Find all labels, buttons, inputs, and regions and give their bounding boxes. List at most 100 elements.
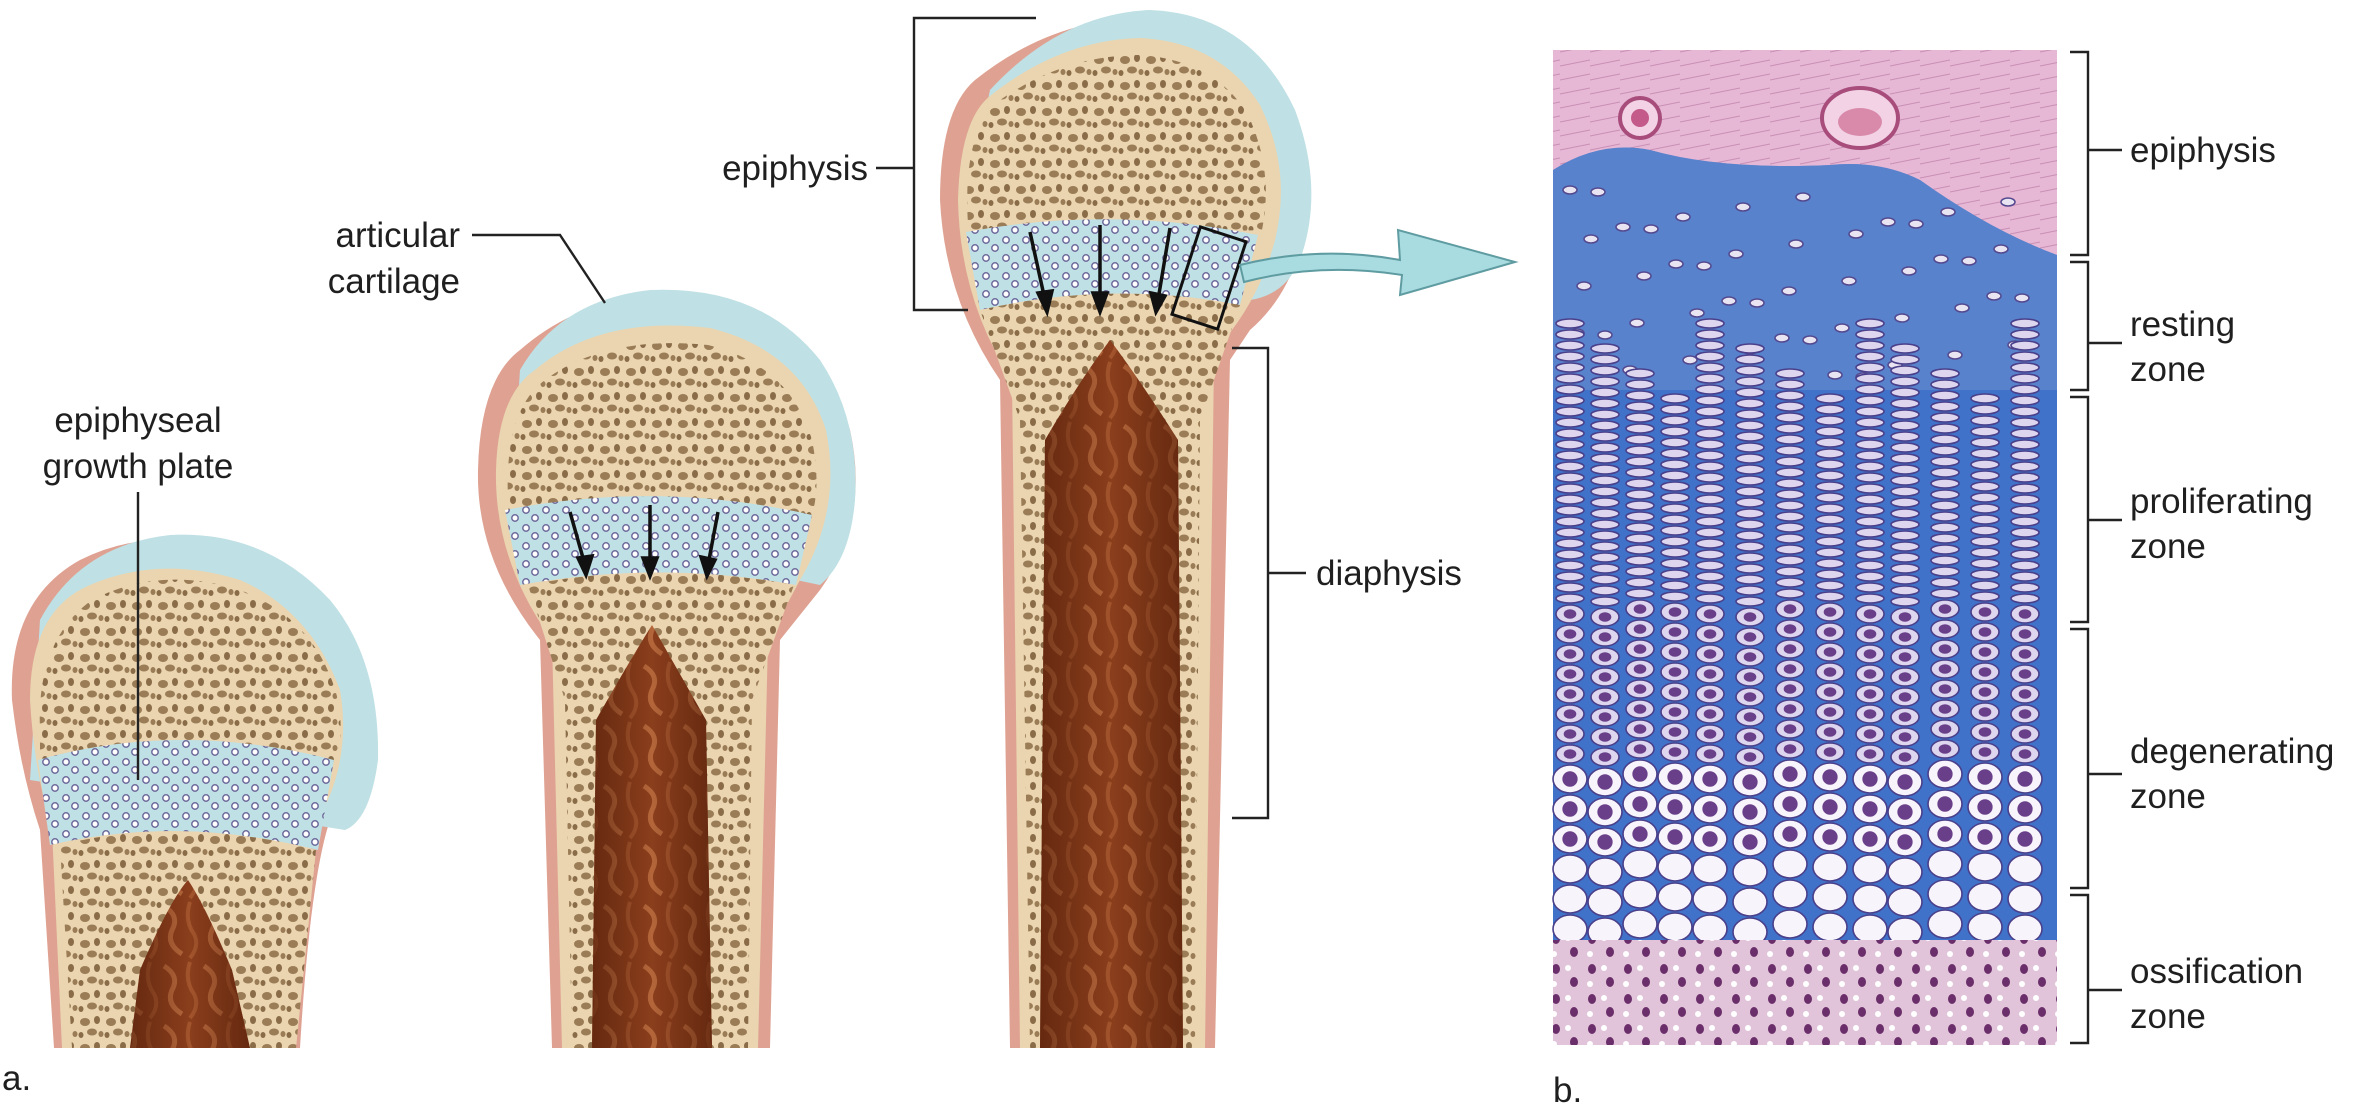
chondrocyte bbox=[1735, 442, 1765, 453]
chondrocyte-nucleus bbox=[1822, 769, 1838, 785]
chondrocyte-nucleus bbox=[1898, 732, 1912, 742]
chondrocyte bbox=[2010, 516, 2040, 527]
chondrocyte-nucleus bbox=[1823, 687, 1837, 697]
chondrocyte bbox=[1815, 547, 1845, 558]
chondrocyte bbox=[1695, 384, 1725, 395]
chondrocyte bbox=[1660, 569, 1690, 580]
chondrocyte bbox=[1625, 588, 1655, 599]
chondrocyte bbox=[1815, 558, 1845, 569]
chondrocyte bbox=[1660, 580, 1690, 591]
chondrocyte bbox=[1555, 362, 1585, 373]
chondrocyte bbox=[1590, 343, 1620, 354]
chondrocyte-nucleus bbox=[1668, 627, 1682, 637]
chondrocyte bbox=[1590, 574, 1620, 585]
chondrocyte-nucleus bbox=[1668, 607, 1682, 617]
panel-label-b: b. bbox=[1553, 1071, 1582, 1107]
chondrocyte bbox=[1657, 852, 1693, 882]
chondrocyte-nucleus bbox=[1702, 771, 1718, 787]
chondrocyte bbox=[1815, 536, 1845, 547]
resting-chondrocyte bbox=[1682, 355, 1698, 365]
chondrocyte bbox=[2010, 494, 2040, 505]
chondrocyte bbox=[1590, 497, 1620, 508]
zone-label-ossification-2: zone bbox=[2130, 997, 2206, 1036]
chondrocyte bbox=[1625, 489, 1655, 500]
chondrocyte bbox=[1660, 558, 1690, 569]
chondrocyte-nucleus bbox=[1898, 712, 1912, 722]
chondrocyte bbox=[1855, 549, 1885, 560]
chondrocyte bbox=[1555, 571, 1585, 582]
chondrocyte bbox=[1775, 533, 1805, 544]
chondrocyte bbox=[1930, 478, 1960, 489]
chondrocyte bbox=[1775, 544, 1805, 555]
chondrocyte bbox=[1815, 437, 1845, 448]
chondrocyte-nucleus bbox=[1783, 684, 1797, 694]
chondrocyte bbox=[1967, 912, 2003, 942]
chondrocyte-nucleus bbox=[1782, 766, 1798, 782]
chondrocyte-nucleus bbox=[1702, 831, 1718, 847]
chondrocyte bbox=[1775, 368, 1805, 379]
chondrocyte bbox=[1555, 582, 1585, 593]
chondrocyte-nucleus bbox=[1743, 632, 1757, 642]
chondrocyte-nucleus bbox=[1823, 607, 1837, 617]
chondrocyte bbox=[1855, 527, 1885, 538]
chondrocyte-nucleus bbox=[1703, 629, 1717, 639]
chondrocyte-nucleus bbox=[1937, 766, 1953, 782]
chondrocyte bbox=[2010, 505, 2040, 516]
chondrocyte bbox=[1970, 569, 2000, 580]
chondrocyte bbox=[1555, 417, 1585, 428]
chondrocyte-nucleus bbox=[1938, 604, 1952, 614]
chondrocyte bbox=[1555, 318, 1585, 329]
chondrocyte bbox=[1890, 475, 1920, 486]
chondrocyte-nucleus bbox=[1743, 752, 1757, 762]
chondrocyte bbox=[1855, 461, 1885, 472]
resting-chondrocyte bbox=[1933, 254, 1949, 264]
chondrocyte bbox=[1625, 577, 1655, 588]
chondrocyte bbox=[2010, 527, 2040, 538]
chondrocyte-nucleus bbox=[1562, 801, 1578, 817]
chondrocyte-nucleus bbox=[1897, 804, 1913, 820]
chondrocyte bbox=[1855, 505, 1885, 516]
chondrocyte bbox=[1695, 560, 1725, 571]
chondrocyte-nucleus bbox=[2017, 831, 2033, 847]
chondrocyte-nucleus bbox=[1898, 652, 1912, 662]
chondrocyte bbox=[1625, 401, 1655, 412]
histology-section bbox=[1552, 50, 2057, 1045]
chondrocyte bbox=[1555, 351, 1585, 362]
chondrocyte bbox=[1735, 398, 1765, 409]
chondrocyte bbox=[1735, 387, 1765, 398]
chondrocyte bbox=[1735, 343, 1765, 354]
chondrocyte bbox=[1775, 522, 1805, 533]
chondrocyte bbox=[1772, 849, 1808, 879]
chondrocyte bbox=[2010, 582, 2040, 593]
chondrocyte bbox=[1625, 412, 1655, 423]
chondrocyte bbox=[1930, 368, 1960, 379]
chondrocyte bbox=[1815, 448, 1845, 459]
magnification-arrow bbox=[1238, 228, 1519, 297]
chondrocyte bbox=[1930, 577, 1960, 588]
chondrocyte-nucleus bbox=[1742, 774, 1758, 790]
chondrocyte bbox=[1660, 547, 1690, 558]
chondrocyte bbox=[1660, 591, 1690, 602]
chondrocyte bbox=[1815, 481, 1845, 492]
chondrocyte bbox=[1890, 365, 1920, 376]
chondrocyte-nucleus bbox=[1563, 629, 1577, 639]
chondrocyte bbox=[1890, 409, 1920, 420]
chondrocyte bbox=[1622, 879, 1658, 909]
chondrocyte-nucleus bbox=[2018, 649, 2032, 659]
zone-label-resting-2: zone bbox=[2130, 350, 2206, 389]
panel-label-a: a. bbox=[2, 1059, 31, 1098]
label-diaphysis: diaphysis bbox=[1316, 554, 1462, 593]
chondrocyte bbox=[1657, 912, 1693, 942]
chondrocyte bbox=[1625, 434, 1655, 445]
chondrocyte bbox=[1735, 585, 1765, 596]
chondrocyte bbox=[1735, 552, 1765, 563]
chondrocyte-nucleus bbox=[1863, 629, 1877, 639]
chondrocyte-nucleus bbox=[1563, 749, 1577, 759]
chondrocyte bbox=[1555, 516, 1585, 527]
chondrocyte bbox=[1587, 887, 1623, 917]
chondrocyte bbox=[1695, 549, 1725, 560]
chondrocyte bbox=[1815, 470, 1845, 481]
chondrocyte bbox=[1855, 362, 1885, 373]
chondrocyte bbox=[2010, 593, 2040, 604]
